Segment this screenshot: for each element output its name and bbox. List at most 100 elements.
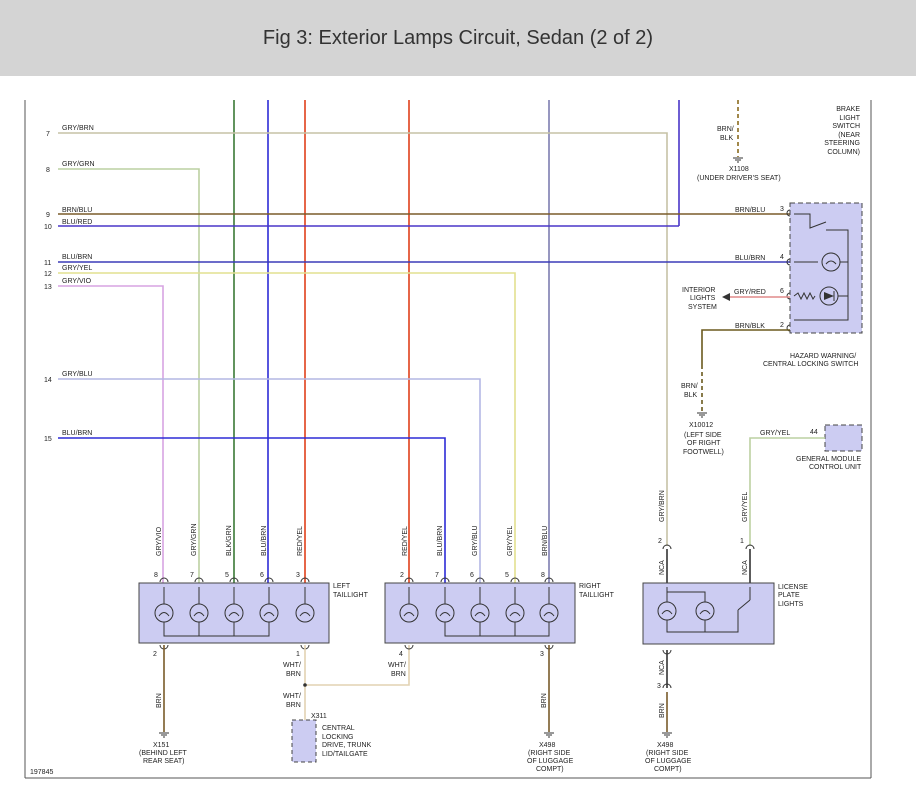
x10012-desc-3: FOOTWELL) [683,449,724,456]
hazard-label-2: CENTRAL LOCKING SWITCH [763,361,858,368]
x10012-desc-2: OF RIGHT [687,440,721,447]
lp-nca-bottom: NCA [659,660,666,675]
right-taillight-label-1: RIGHT [579,583,602,590]
wire-code-7: GRY/BRN [62,125,94,132]
lp-nca-2: NCA [742,560,749,575]
cl-wht-brn-1: WHT/ [283,693,301,700]
brake-wire-code-2: BLK [720,135,734,142]
left-wire-labels: 7 GRY/BRN 8 GRY/GRN 9 BRN/BLU 10 BLU/RED… [44,125,95,443]
lt-code-7: GRY/GRN [191,523,198,556]
wire-num-9: 9 [46,212,50,219]
gem-label-2: CONTROL UNIT [809,464,862,471]
rt-code-6: GRY/BLU [472,525,479,556]
brake-label-line-1: BRAKE [836,106,860,113]
central-locking-label-3: DRIVE, TRUNK [322,742,372,749]
wire-14-gry-blu [58,378,481,585]
hazard-pin-2: 2 [780,322,784,329]
lt-pin-2: 2 [153,651,157,658]
central-locking-id: X311 [311,713,327,720]
lp-label-2: PLATE [778,592,800,599]
switch-icon [737,599,751,611]
connector-arcs [159,577,310,650]
rt-pin-4: 4 [399,651,403,658]
rt-pin-6: 6 [470,572,474,579]
brake-switch-ground: BRN/ BLK X1108 (UNDER DRIVER'S SEAT) [697,100,781,182]
lp-label-3: LIGHTS [778,601,804,608]
rt-code-2: RED/YEL [402,526,409,556]
resistor-icon [793,291,816,301]
interior-lights-3: SYSTEM [688,304,717,311]
lt-ground-desc-2: REAR SEAT) [143,758,185,765]
central-locking-label-2: LOCKING [322,734,354,741]
wire-code-11: BLU/BRN [62,254,92,261]
lt-pin-3: 3 [296,572,300,579]
rt-wht-brn-2: BRN [391,671,406,678]
wire-code-12: GRY/YEL [62,265,92,272]
rt-pin-8: 8 [541,572,545,579]
left-taillight: LEFT TAILLIGHT GRY/VIO GRY/GRN BLK/GRN B… [138,523,369,658]
arrow-left-icon [722,293,730,301]
hazard-wire-6: GRY/RED [734,289,766,296]
brake-label-line-2: LIGHT [839,115,860,122]
gem-pin: 44 [810,429,818,436]
lp-pin-3: 3 [657,683,661,690]
central-locking-label-1: CENTRAL [322,725,355,732]
rt-ground-id: X498 [539,742,555,749]
lt-ground-desc-1: (BEHIND LEFT [139,750,188,757]
splice-dot [303,683,307,687]
lt-code-6: BLU/BRN [261,526,268,556]
lp-label-1: LICENSE [778,584,808,591]
wire-num-10: 10 [44,224,52,231]
lp-ground-desc-2: OF LUGGAGE [645,758,692,765]
wire-num-12: 12 [44,271,52,278]
ground-icon [159,732,169,738]
rt-pin-3: 3 [540,651,544,658]
page-title: Fig 3: Exterior Lamps Circuit, Sedan (2 … [262,26,654,49]
brake-label-line-5: STEERING [824,140,860,147]
wire-15-blu-brn [58,437,446,585]
ground-desc-x1108: (UNDER DRIVER'S SEAT) [697,175,781,182]
hazard-pin-6: 6 [780,288,784,295]
ground-icon [697,412,707,418]
ground-icon [544,732,554,738]
rt-pin-5: 5 [505,572,509,579]
figure-number: 197845 [30,769,53,776]
hazard-wire-3: BRN/BLU [735,207,765,214]
rt-code-5: GRY/YEL [507,526,514,556]
lp-pin-2: 2 [658,538,662,545]
wire-num-14: 14 [44,377,52,384]
lt-pin-1: 1 [296,651,300,658]
wire-num-15: 15 [44,436,52,443]
lt-pin-7: 7 [190,572,194,579]
lp-ground-desc-3: COMPT) [654,766,682,773]
lt-wht-brn-1: WHT/ [283,662,301,669]
wire-gry-yel-gem [749,437,825,546]
gem-wire: GRY/YEL [760,430,790,437]
wire-wht-brn-1 [304,645,410,686]
gem-label-1: GENERAL MODULE [796,456,861,463]
rt-wht-brn-1: WHT/ [388,662,406,669]
wire-12-gry-yel [58,272,516,585]
rt-code-8: BRN/BLU [542,526,549,556]
wire-code-9: BRN/BLU [62,207,92,214]
lp-wire-gry-yel: GRY/YEL [742,492,749,522]
hazard-pin-3: 3 [780,206,784,213]
lp-ground-desc-1: (RIGHT SIDE [646,750,689,757]
wire-code-13: GRY/VIO [62,278,92,285]
left-taillight-label-1: LEFT [333,583,351,590]
wire-num-13: 13 [44,284,52,291]
lp-wire-gry-brn: GRY/BRN [659,490,666,522]
ground-id-x1108: X1108 [729,166,749,173]
hazard-internal-line [794,213,827,229]
lt-ground-wire-code: BRN [156,693,163,708]
brake-label-line-6: COLUMN) [827,149,860,156]
brake-switch-label: BRAKE LIGHT SWITCH (NEAR STEERING COLUMN… [824,106,861,156]
lp-pin-1: 1 [740,538,744,545]
rt-pin-7: 7 [435,572,439,579]
rt-pin-2: 2 [400,572,404,579]
lt-code-5: BLK/GRN [226,525,233,556]
rt-ground-desc-3: COMPT) [536,766,564,773]
lt-code-3: RED/YEL [297,526,304,556]
x10012-desc-1: (LEFT SIDE [684,432,722,439]
